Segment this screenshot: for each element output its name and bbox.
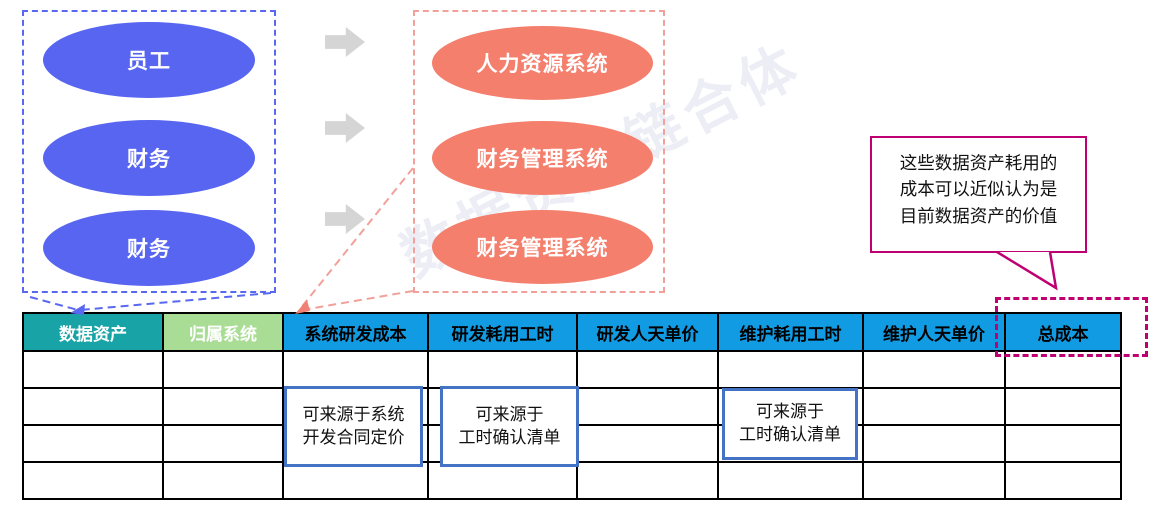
table-cell (162, 424, 284, 463)
source-to-table-connector (29, 296, 79, 311)
table-cell (717, 350, 864, 389)
table-header-data-asset: 数据资产 (22, 312, 164, 352)
table-cell (862, 461, 1006, 500)
table-header-total-cost: 总成本 (1004, 312, 1122, 352)
table-header-maint-hours: 维护耗用工时 (717, 312, 864, 352)
table-cell (22, 350, 164, 389)
note-line: 可来源于系统 (302, 404, 405, 424)
table-cell (162, 387, 284, 426)
table-cell (862, 424, 1006, 463)
table-cell (576, 350, 719, 389)
source-ellipse-finance-2: 财务 (43, 210, 255, 286)
value-callout-line: 这些数据资产耗用的 (899, 153, 1058, 173)
table-cell (576, 424, 719, 463)
table-cell (862, 350, 1006, 389)
source-ellipse-employee: 员工 (43, 22, 255, 98)
table-cell (717, 461, 864, 500)
note-line: 工时确认清单 (739, 425, 841, 444)
callout-tail (996, 250, 1058, 291)
table-header-maint-day-rate: 维护人天单价 (862, 312, 1006, 352)
source-ellipse-finance-1: 财务 (43, 120, 255, 196)
table-cell (427, 350, 578, 389)
note-line: 可来源于 (756, 402, 824, 422)
table-cell (22, 461, 164, 500)
table-header-dev-cost: 系统研发成本 (282, 312, 429, 352)
total-cost-highlight-box (995, 297, 1148, 357)
source-group-box (22, 10, 276, 293)
right-arrow-icon (325, 113, 365, 143)
note-dev-hours-source: 可来源于 工时确认清单 (440, 386, 579, 467)
note-line: 开发合同定价 (302, 427, 405, 447)
table-cell (162, 461, 284, 500)
table-row (22, 461, 1122, 500)
table-cell (162, 350, 284, 389)
table-header-row: 数据资产 归属系统 系统研发成本 研发耗用工时 研发人天单价 维护耗用工时 维护… (22, 312, 1122, 352)
note-system-dev-cost-source: 可来源于系统 开发合同定价 (284, 386, 423, 467)
table-header-dev-day-rate: 研发人天单价 (576, 312, 719, 352)
table-cell (22, 424, 164, 463)
right-arrow-icon (325, 204, 365, 234)
table-cell (1004, 387, 1122, 426)
table-cell (862, 387, 1006, 426)
value-callout-line: 成本可以近似认为是 (899, 179, 1058, 200)
note-line: 可来源于 (475, 404, 544, 424)
table-cell (1004, 461, 1122, 500)
table-row (22, 350, 1122, 389)
table-cell (576, 461, 719, 500)
value-callout-bubble: 这些数据资产耗用的 成本可以近似认为是 目前数据资产的价值 (870, 136, 1087, 253)
system-ellipse-finance-mgmt-1: 财务管理系统 (432, 121, 653, 195)
table-cell (1004, 424, 1122, 463)
source-to-table-connector (79, 292, 272, 311)
value-callout-line: 目前数据资产的价值 (899, 205, 1058, 226)
table-cell (282, 461, 429, 500)
table-cell (427, 461, 578, 500)
table-cell (282, 350, 429, 389)
table-cell (576, 387, 719, 426)
right-arrow-icon (325, 27, 365, 57)
system-ellipse-finance-mgmt-2: 财务管理系统 (432, 210, 653, 284)
note-line: 工时确认清单 (458, 427, 561, 447)
system-group-box (413, 10, 665, 293)
note-maint-hours-source: 可来源于 工时确认清单 (722, 388, 858, 460)
table-header-dev-hours: 研发耗用工时 (427, 312, 578, 352)
system-ellipse-hr: 人力资源系统 (432, 26, 653, 100)
table-header-owning-system: 归属系统 (162, 312, 284, 352)
table-cell (22, 387, 164, 426)
